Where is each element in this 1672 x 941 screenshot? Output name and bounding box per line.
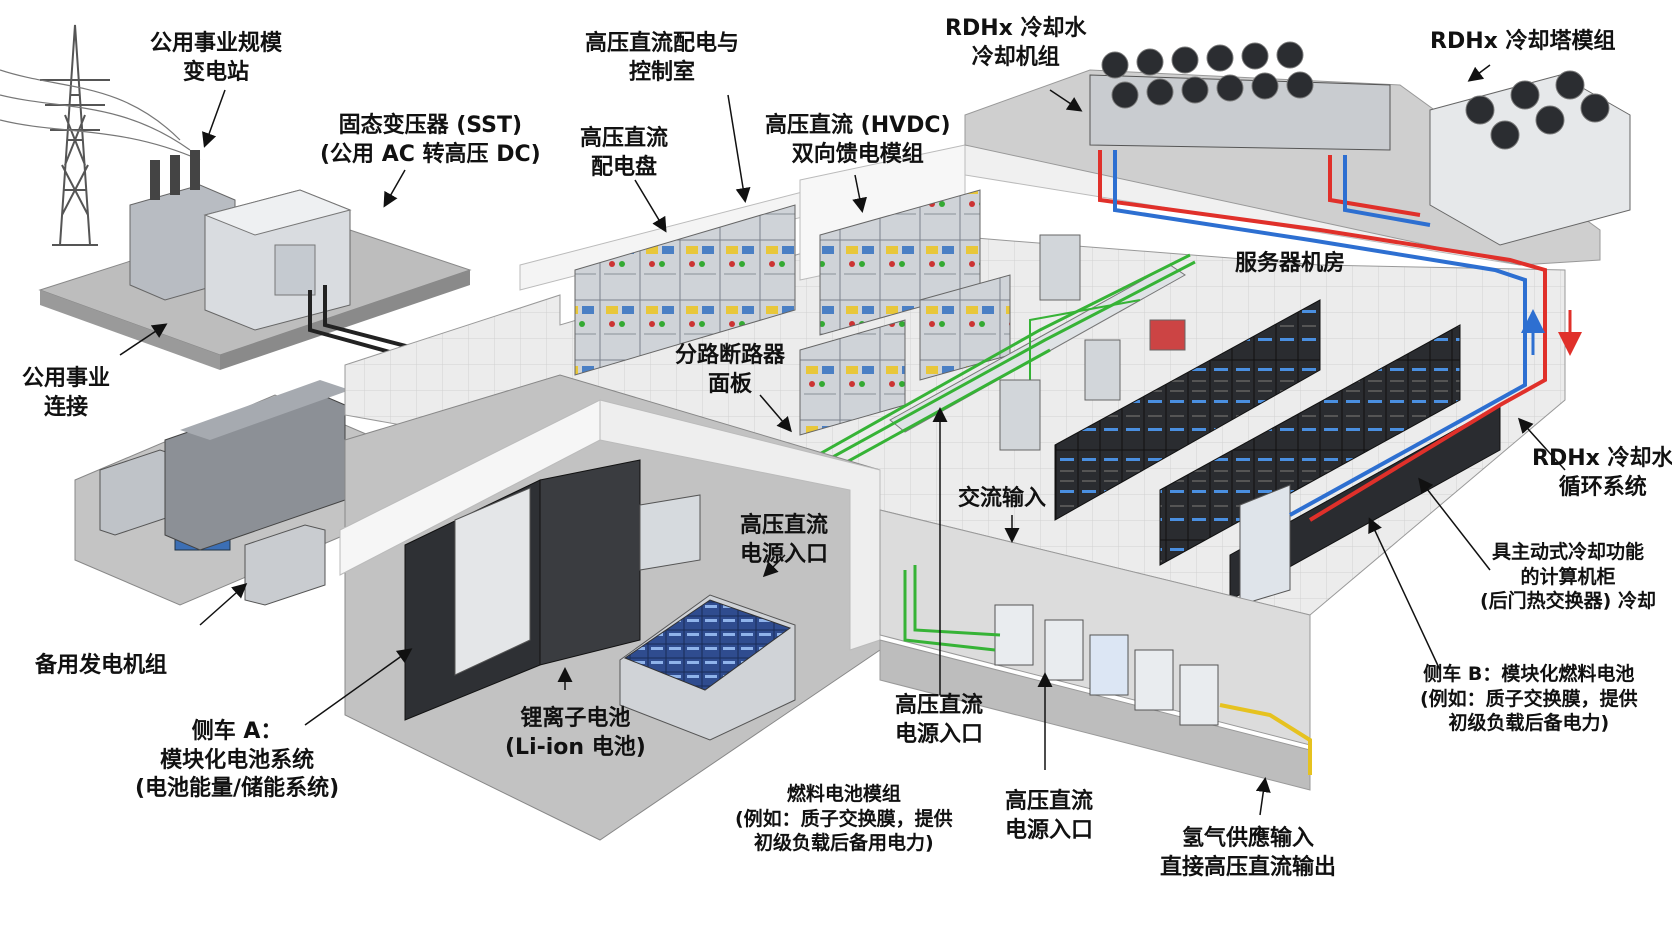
label-rdhx-chiller: RDHx 冷却水冷却机组 [945,16,1087,70]
battery-rack-icon [404,459,701,721]
label-hvdc-control-room: 高压直流配电与控制室 [585,31,740,85]
label-hvdc-feeder: 高压直流 (HVDC)双向馈电模组 [765,113,951,167]
label-fuel-cell-module: 燃料电池模组(例如：质子交换膜，提供初级负载后备用电力) [735,783,953,855]
hvdc-lower-cables [903,565,1001,652]
generator-icon [99,380,350,606]
branch-breaker-panels [799,274,1011,436]
hvdc-distribution-panels [574,204,796,376]
leader-lines [119,64,1566,816]
server-rack-icon [1054,299,1501,606]
label-li-ion-battery: 锂离子电池(Li-ion 电池) [505,706,646,760]
transmission-tower-icon [0,24,201,246]
label-server-room: 服务器机房 [1235,251,1346,276]
cooling-water-pipes [1098,150,1582,522]
fuel-cell-icon [994,604,1219,726]
label-hvdc-panel: 高压直流配电盘 [580,126,669,180]
label-hvdc-inlet-bottom: 高压直流电源入口 [1005,789,1094,843]
label-hvdc-inlet-center: 高压直流电源入口 [895,693,984,747]
li-ion-battery-pack [619,594,796,741]
cooling-fan-icon [1089,41,1631,246]
pdu-boxes [999,234,1186,451]
battery-room-wall [339,399,881,651]
label-hvdc-inlet-battery: 高压直流电源入口 [740,513,829,567]
label-rdhx-loop: RDHx 冷却水循环系统 [1532,446,1672,500]
label-utility-connection: 公用事业连接 [22,366,111,420]
label-sst: 固态变压器 (SST)(公用 AC 转高压 DC) [320,113,541,167]
label-branch-breaker: 分路断路器面板 [675,343,786,397]
transformer-icon [129,150,352,331]
label-hydrogen: 氢气供應输入直接高压直流输出 [1160,826,1337,880]
label-ac-input: 交流输入 [958,486,1047,511]
label-backup-generators: 备用发电机组 [35,653,168,678]
hvdc-busway [799,253,1196,487]
label-sidecar-b: 侧车 B：模块化燃料电池(例如：质子交换膜，提供初级负载后备电力) [1420,663,1638,735]
label-sidecar-a: 侧车 A：模块化电池系统(电池能量/储能系统) [135,719,340,802]
label-active-cooling-rack: 具主动式冷却功能的计算机柜(后门热交换器) 冷却 [1480,541,1656,613]
label-utility-substation: 公用事业规模变电站 [150,31,283,85]
label-rdhx-tower: RDHx 冷却塔模组 [1430,29,1616,54]
hydrogen-line [1219,703,1312,775]
